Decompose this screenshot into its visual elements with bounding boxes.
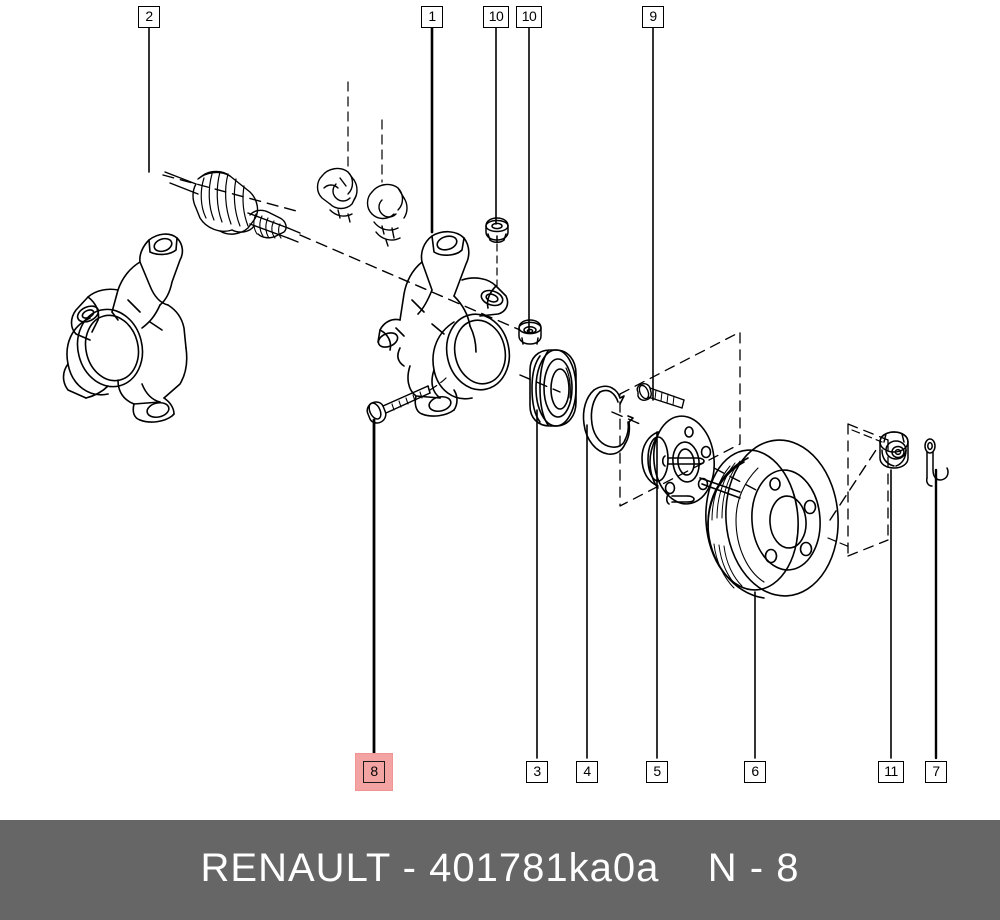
plane-connectors (827, 429, 883, 549)
part-circlip (582, 385, 634, 455)
part-steering-knuckle-right (377, 230, 511, 417)
part-knuckle-brackets (316, 81, 408, 247)
callout-10-upper[interactable]: 10 (483, 6, 509, 28)
callout-8[interactable]: 8 (363, 761, 385, 783)
callout-10-lower[interactable]: 10 (516, 6, 542, 28)
part-wheel-bearing (529, 349, 577, 427)
leader-lines-bottom (372, 409, 938, 760)
footer-bar: RENAULT - 401781ka0a N - 8 (0, 820, 1000, 920)
callout-9[interactable]: 9 (642, 6, 664, 28)
callout-7[interactable]: 7 (925, 761, 947, 783)
part-steering-knuckle-left (62, 233, 188, 423)
part-cotter-pin (924, 438, 949, 487)
part-nut-lower (518, 319, 542, 345)
nut-position-plane (847, 423, 889, 557)
footer-caption: RENAULT - 401781ka0a N - 8 (200, 846, 800, 890)
assembly-axis (162, 174, 877, 521)
callout-3[interactable]: 3 (526, 761, 548, 783)
callout-6[interactable]: 6 (744, 761, 766, 783)
part-caliper-bolt (366, 377, 447, 424)
diagram-canvas: 2 1 10 10 9 8 3 4 5 6 11 7 (62, 6, 949, 791)
part-nut-upper (485, 217, 509, 287)
callout-1[interactable]: 1 (421, 6, 443, 28)
footer: RENAULT - 401781ka0a N - 8 (0, 812, 1000, 920)
callout-5[interactable]: 5 (646, 761, 668, 783)
hub-position-plane (619, 331, 741, 507)
callout-11[interactable]: 11 (878, 761, 904, 783)
part-hub-nut (879, 431, 909, 469)
part-drive-shaft (164, 170, 301, 243)
part-brake-disc (705, 439, 839, 599)
callout-2[interactable]: 2 (138, 6, 160, 28)
leader-lines-top (148, 26, 654, 401)
part-hub-bolt (636, 383, 685, 409)
callout-4[interactable]: 4 (576, 761, 598, 783)
exploded-view-illustration (62, 26, 949, 760)
